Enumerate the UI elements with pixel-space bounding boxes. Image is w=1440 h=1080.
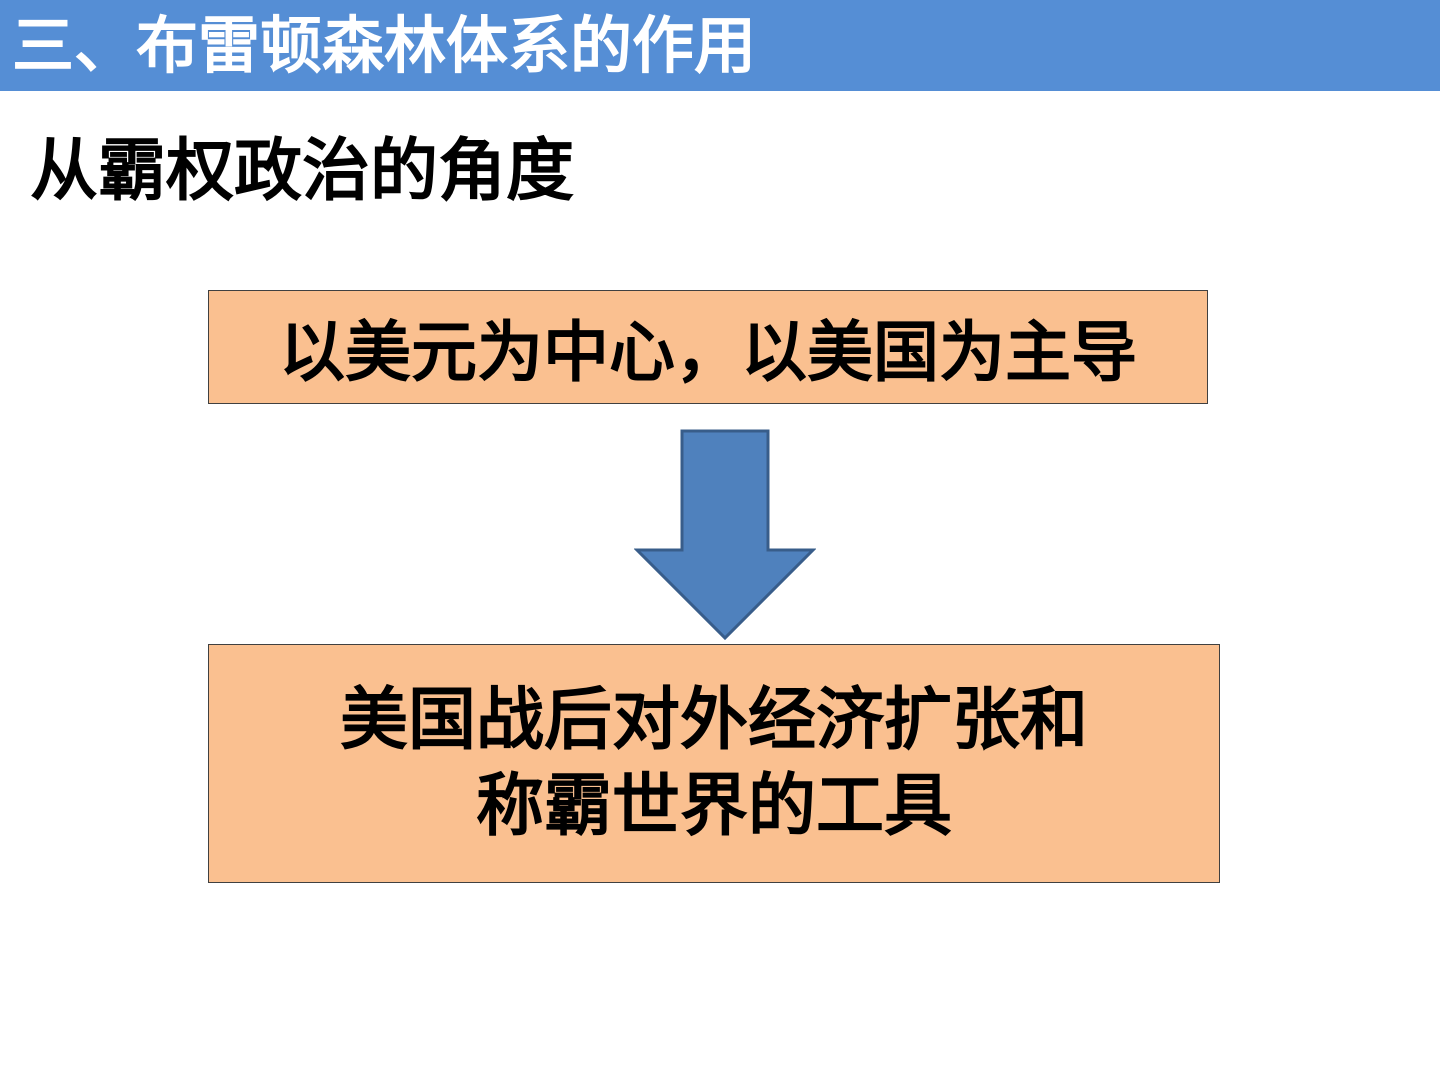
flow-box-top-text: 以美元为中心，以美国为主导: [279, 314, 1137, 391]
header-bar: 三、布雷顿森林体系的作用: [0, 0, 1440, 91]
flow-box-bottom: 美国战后对外经济扩张和 称霸世界的工具: [208, 644, 1220, 883]
slide-subtitle: 从霸权政治的角度: [30, 132, 575, 211]
flow-box-bottom-line2: 称霸世界的工具: [475, 766, 952, 846]
down-arrow-icon: [634, 429, 816, 641]
slide-title: 三、布雷顿森林体系的作用: [12, 9, 757, 82]
flow-box-bottom-line1: 美国战后对外经济扩张和: [339, 680, 1088, 760]
flow-box-top: 以美元为中心，以美国为主导: [208, 290, 1208, 404]
